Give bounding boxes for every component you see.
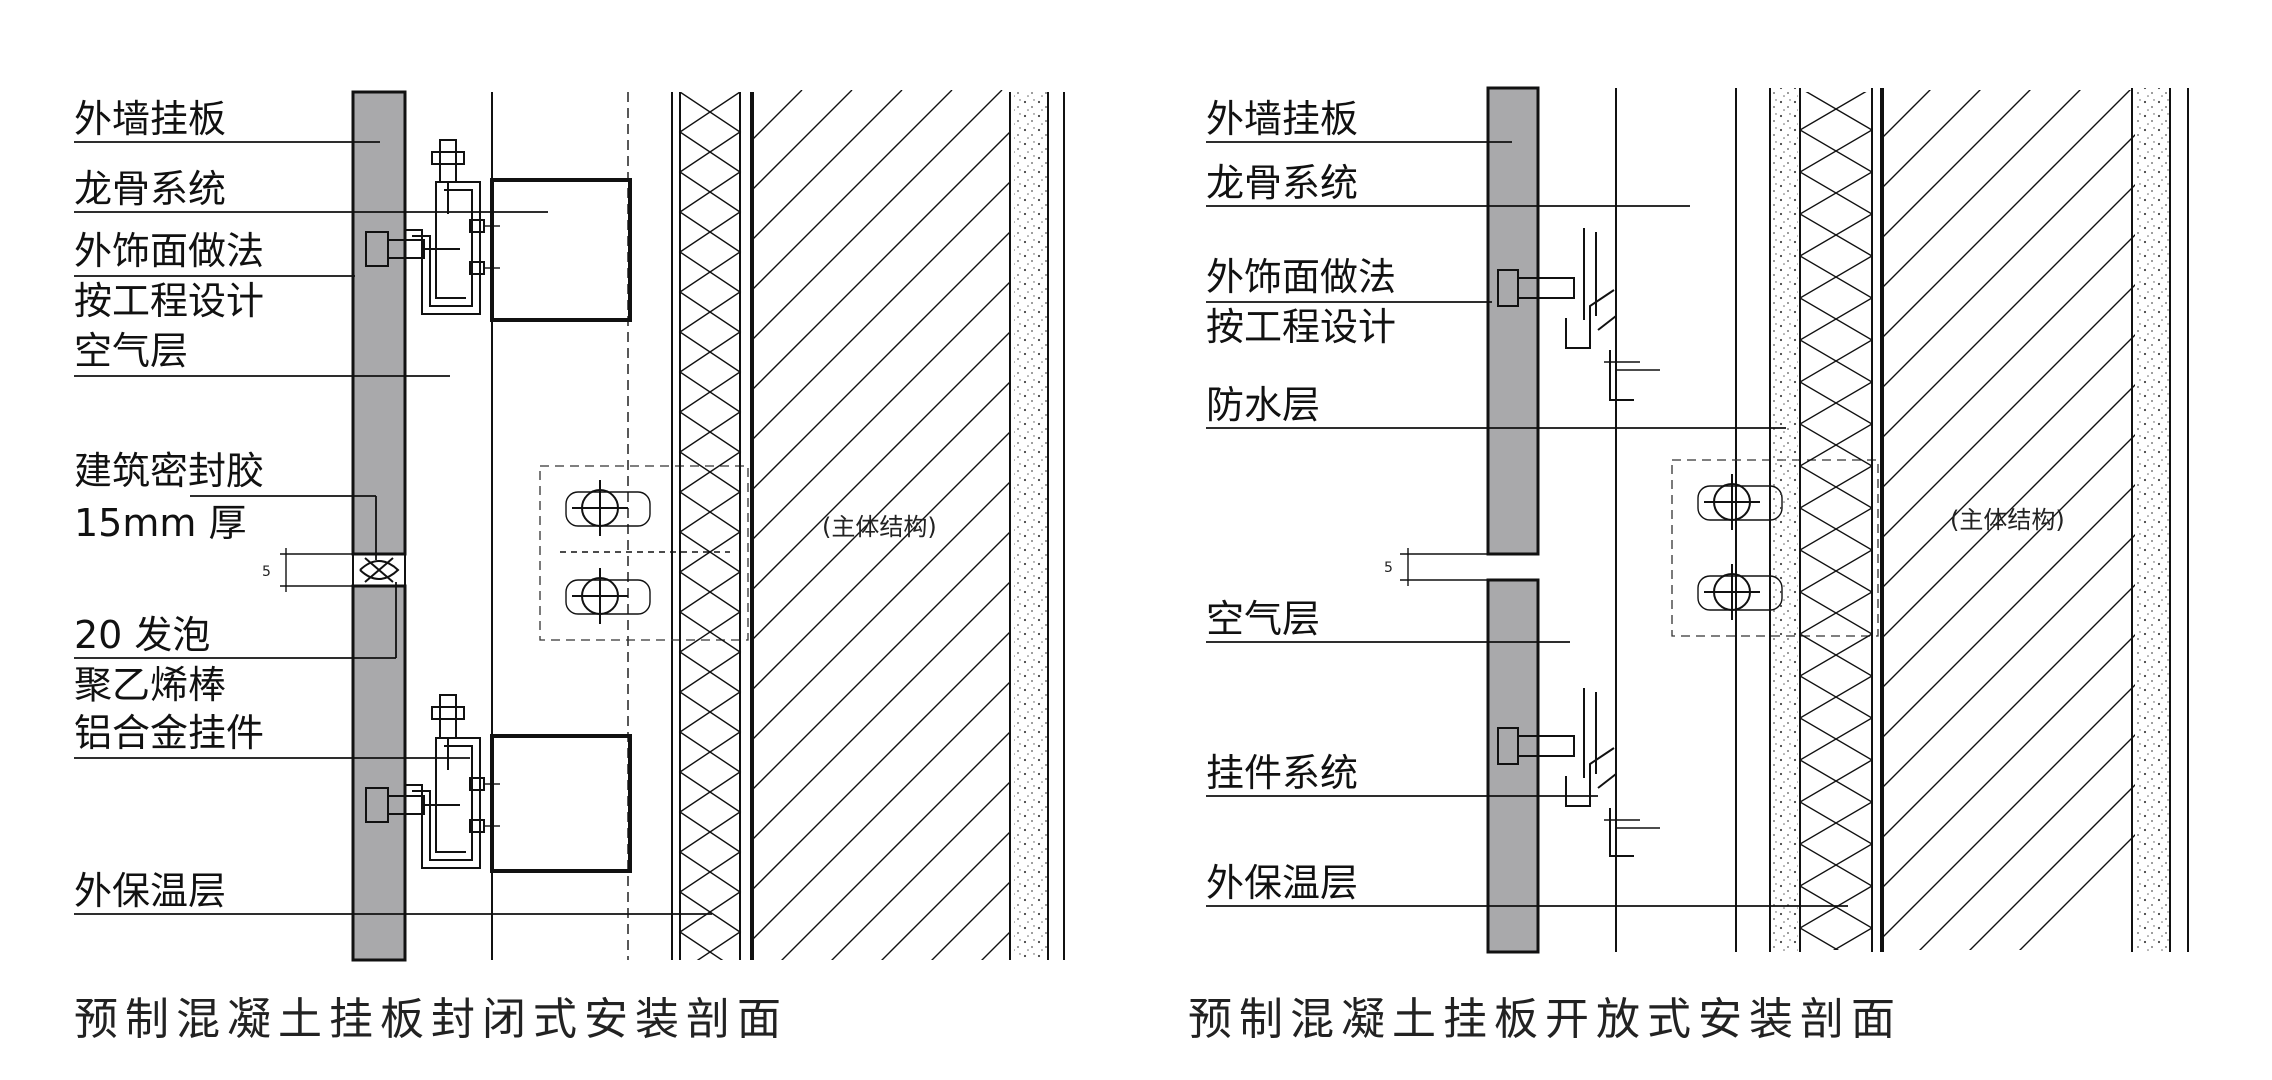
right-structure-hatch	[1881, 90, 2135, 950]
left-label-finish-line1: 外饰面做法	[74, 229, 264, 273]
right-label-finish-line1: 外饰面做法	[1206, 255, 1396, 299]
left-label-keel-system: 龙骨系统	[74, 167, 226, 211]
left-label-air-layer: 空气层	[74, 329, 188, 373]
right-dimension-value: 5	[1384, 560, 1393, 576]
right-exterior-panel-lower	[1486, 578, 1540, 954]
right-structure-label: (主体结构)	[1950, 506, 2065, 534]
left-section-drawing: 5	[74, 90, 1065, 1045]
left-label-exterior-panel: 外墙挂板	[74, 97, 226, 141]
left-caption: 预制混凝土挂板封闭式安装剖面	[74, 994, 788, 1045]
right-label-exterior-panel: 外墙挂板	[1206, 97, 1358, 141]
left-label-hanger: 铝合金挂件	[74, 711, 264, 755]
right-section-drawing: 5	[1188, 86, 2189, 1045]
left-hanger-bracket-upper	[365, 139, 500, 315]
left-joint-sealant	[352, 554, 406, 586]
right-waterproof-layer	[1772, 88, 1798, 952]
right-joint-dimension: 5	[1384, 548, 1488, 586]
right-label-air-layer: 空气层	[1206, 597, 1320, 641]
left-joint-dimension: 5	[262, 548, 353, 592]
left-structure-hatch	[751, 90, 1010, 960]
left-label-insulation: 外保温层	[74, 869, 226, 913]
left-exterior-panel-lower	[351, 584, 407, 962]
left-label-sealant-line1: 建筑密封胶	[74, 449, 264, 493]
left-exterior-panel-upper	[351, 90, 407, 556]
left-label-sealant-line2: 15mm 厚	[74, 501, 246, 545]
right-label-insulation: 外保温层	[1206, 861, 1358, 905]
left-keel-box-upper	[490, 178, 632, 322]
left-label-finish-line2: 按工程设计	[74, 279, 264, 323]
left-hanger-bracket-lower	[365, 694, 500, 869]
right-caption: 预制混凝土挂板开放式安装剖面	[1188, 994, 1902, 1045]
left-dimension-value: 5	[262, 564, 271, 580]
left-insulation-pattern	[678, 92, 742, 960]
left-label-foam-line1: 20 发泡	[74, 613, 210, 657]
left-anchor-detail	[539, 465, 749, 641]
right-hanger-upper	[1497, 228, 1660, 401]
right-label-keel-system: 龙骨系统	[1206, 161, 1358, 205]
left-label-foam-line2: 聚乙烯棒	[74, 663, 226, 707]
right-insulation-pattern	[1800, 92, 1872, 950]
right-exterior-panel-upper	[1486, 86, 1540, 556]
left-plaster-layer	[1014, 92, 1048, 960]
left-keel-box-lower	[490, 734, 632, 873]
right-plaster-layer	[2136, 88, 2170, 952]
left-structure-label: (主体结构)	[822, 513, 937, 541]
right-label-waterproof: 防水层	[1206, 383, 1320, 427]
right-label-hanger-system: 挂件系统	[1206, 751, 1358, 795]
right-label-finish-line2: 按工程设计	[1206, 305, 1396, 349]
